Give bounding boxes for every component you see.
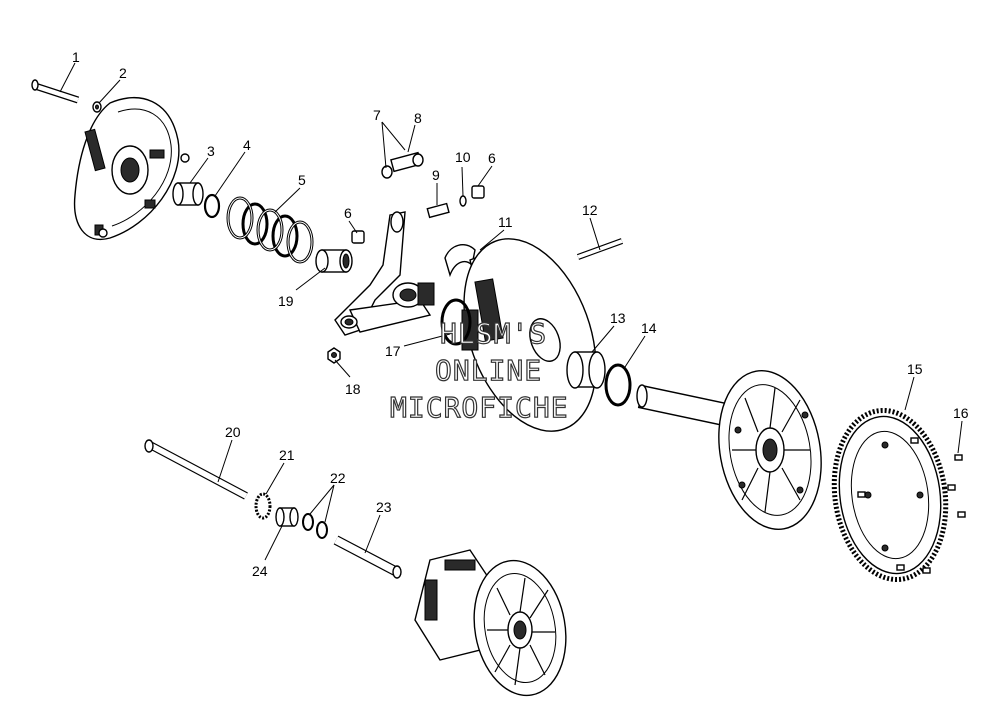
callout-14: 14 — [641, 320, 657, 336]
callout-5: 5 — [298, 172, 306, 188]
part-18-nut — [327, 347, 341, 364]
callout-22: 22 — [330, 470, 346, 486]
watermark: HLSM'S ONLINE MICROFICHE — [389, 316, 569, 424]
leader-lines — [59, 62, 963, 561]
callout-21: 21 — [279, 447, 295, 463]
clutch-cover — [73, 96, 190, 241]
part-24-bushing — [275, 507, 299, 527]
callout-23: 23 — [376, 499, 392, 515]
watermark-line-3: MICROFICHE — [390, 391, 569, 424]
callout-13: 13 — [610, 310, 626, 326]
part-7-8-pin-and-rings — [381, 151, 424, 179]
part-3-bushing — [172, 182, 204, 206]
part-4-snap-ring — [203, 193, 221, 219]
part-16-bolts — [857, 437, 966, 574]
part-23-shaft-pin — [333, 535, 402, 579]
assembled-clutch — [414, 549, 567, 697]
part-20-long-bolt — [144, 439, 248, 500]
part-22-rings — [302, 513, 328, 539]
part-21-lock-washer — [254, 492, 272, 520]
callout-2: 2 — [119, 65, 127, 81]
callout-19: 19 — [278, 293, 294, 309]
callout-6-right: 6 — [488, 150, 496, 166]
part-6-roller-b — [471, 185, 485, 199]
callout-20: 20 — [225, 424, 241, 440]
part-1-bolt — [31, 79, 80, 104]
callout-1: 1 — [72, 49, 80, 65]
part-14-ring — [604, 363, 632, 407]
part-10-washer — [459, 195, 467, 207]
spider-arm — [334, 211, 435, 336]
callout-7: 7 — [373, 107, 381, 123]
callout-labels: 1 2 3 4 5 6 7 8 9 10 6 11 12 13 14 15 16… — [72, 49, 969, 579]
moveable-sheave — [461, 238, 597, 432]
part-13-bushing — [566, 351, 606, 389]
part-17-o-ring — [440, 298, 472, 346]
part-19-spring-seat — [315, 249, 353, 273]
callout-10: 10 — [455, 149, 471, 165]
part-5-spring — [226, 196, 314, 264]
callout-15: 15 — [907, 361, 923, 377]
callout-9: 9 — [432, 167, 440, 183]
callout-18: 18 — [345, 381, 361, 397]
callout-24: 24 — [252, 563, 268, 579]
part-15-ring-gear — [831, 407, 949, 583]
part-6-roller-a — [351, 230, 365, 244]
fixed-sheave-with-shaft — [636, 370, 822, 530]
part-9-pin — [426, 202, 450, 219]
part-2-washer — [92, 101, 102, 113]
callout-3: 3 — [207, 143, 215, 159]
callout-8: 8 — [414, 110, 422, 126]
callout-4: 4 — [243, 137, 251, 153]
watermark-line-1: HLSM'S — [440, 317, 547, 350]
callout-17: 17 — [385, 343, 401, 359]
callout-16: 16 — [953, 405, 969, 421]
watermark-line-2: ONLINE — [435, 354, 542, 387]
callout-11: 11 — [498, 214, 513, 230]
callout-12: 12 — [582, 202, 598, 218]
callout-6-left: 6 — [344, 205, 352, 221]
